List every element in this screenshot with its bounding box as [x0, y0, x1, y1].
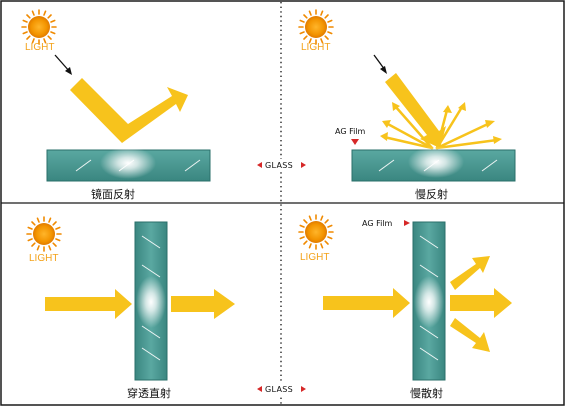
- transmitted-light-arrow: [171, 289, 235, 319]
- scattered-rays: [382, 104, 499, 150]
- light-spot: [100, 147, 156, 179]
- marker-right-icon: [301, 386, 306, 392]
- marker-left-icon: [257, 162, 262, 168]
- reflected-light-arrow: [70, 78, 188, 143]
- sun-icon: [298, 9, 334, 45]
- light-label: LIGHT: [301, 42, 330, 53]
- marker-right-icon: [404, 220, 410, 226]
- caption-transmit: 穿透直射: [127, 386, 171, 400]
- ag-film-label: AG Film: [335, 127, 366, 136]
- panel-diffuse-reflect: LIGHT AG Film: [298, 9, 516, 201]
- svg-text:GLASS: GLASS: [265, 385, 293, 394]
- light-label: LIGHT: [29, 253, 58, 264]
- glass-label-top: GLASS: [257, 159, 306, 171]
- sun-icon: [26, 216, 62, 252]
- light-label: LIGHT: [300, 252, 329, 263]
- glass-label-bottom: GLASS: [257, 383, 306, 395]
- panel-specular: LIGHT 镜面反射: [21, 9, 211, 201]
- incident-light-arrow: [323, 288, 410, 318]
- light-label: LIGHT: [25, 42, 54, 53]
- light-spot: [136, 276, 166, 328]
- incident-light-arrow: [45, 289, 132, 319]
- arrow-head-icon: [380, 66, 387, 74]
- marker-left-icon: [257, 386, 262, 392]
- scattered-light-arrow-mid: [450, 288, 512, 318]
- caption-diffuse-transmit: 慢散射: [410, 386, 443, 400]
- sun-icon: [298, 214, 334, 250]
- panel-transmit: LIGHT 穿透直射: [26, 216, 235, 400]
- caption-specular: 镜面反射: [91, 187, 135, 201]
- marker-down-icon: [351, 139, 359, 145]
- arrow-head-icon: [65, 67, 72, 75]
- ag-film-label: AG Film: [362, 219, 393, 228]
- panel-diffuse-transmit: LIGHT AG Film 慢散射: [298, 214, 512, 400]
- sun-icon: [21, 9, 57, 45]
- marker-right-icon: [301, 162, 306, 168]
- incident-light-arrow: [385, 73, 446, 148]
- caption-diffuse-reflect: 慢反射: [415, 187, 448, 201]
- scattered-light-arrow-down: [450, 318, 490, 352]
- scattered-light-arrow-up: [450, 256, 490, 290]
- svg-text:GLASS: GLASS: [265, 161, 293, 170]
- light-spot: [414, 276, 444, 328]
